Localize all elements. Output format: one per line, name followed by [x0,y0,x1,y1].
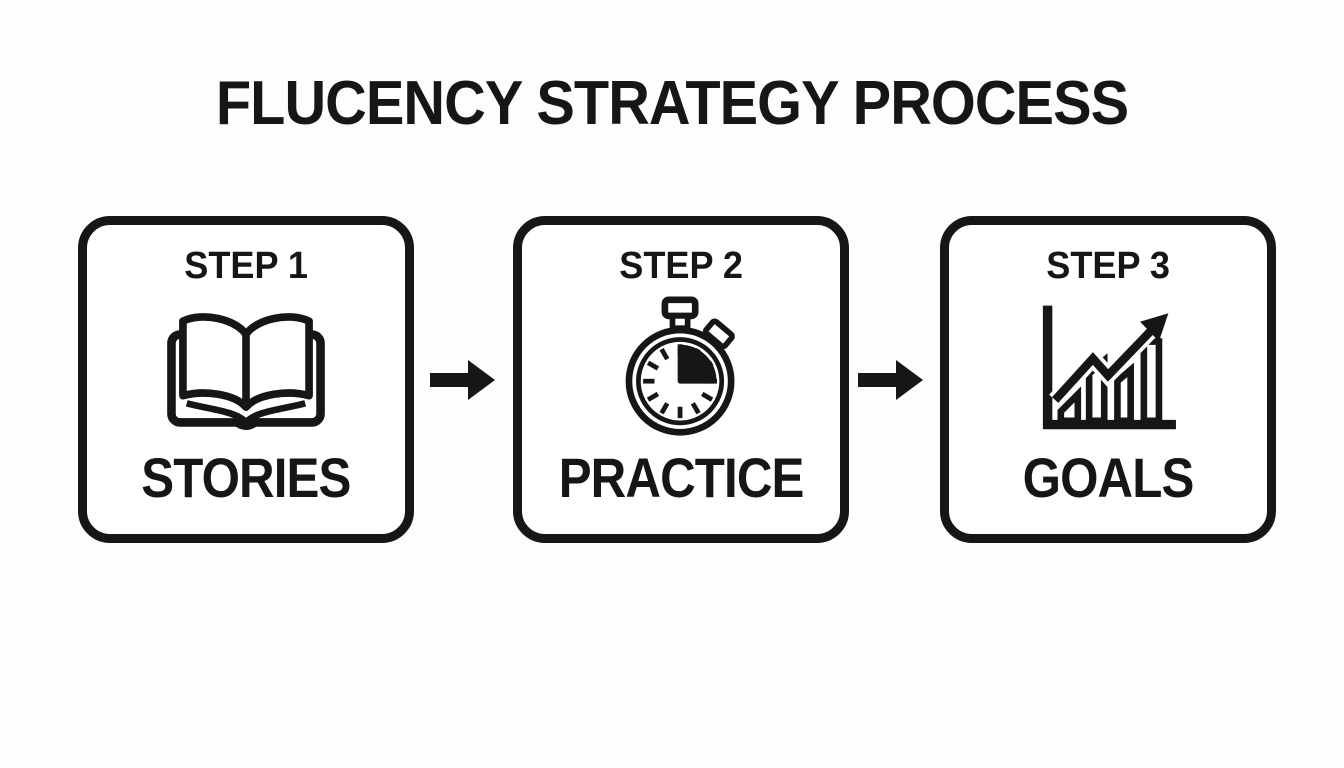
open-book-icon [160,296,332,438]
step-name-label: GOALS [1022,446,1195,509]
step-box-stories: STEP 1 STORIES [78,216,414,543]
step-number-label: STEP 1 [184,245,308,287]
step-number-label: STEP 3 [1046,245,1170,287]
step-name-label: PRACTICE [558,446,805,509]
step-box-goals: STEP 3 GOALS [940,216,1276,543]
step-name-label: STORIES [141,446,351,509]
right-arrow-icon [858,358,924,402]
right-arrow-icon [430,358,496,402]
step-number-label: STEP 2 [619,245,743,287]
step-box-practice: STEP 2 [513,216,849,543]
stopwatch-icon [620,295,742,438]
growth-bar-chart-icon [1032,296,1184,438]
page-title: FLUCENCY STRATEGY PROCESS [215,69,1129,138]
